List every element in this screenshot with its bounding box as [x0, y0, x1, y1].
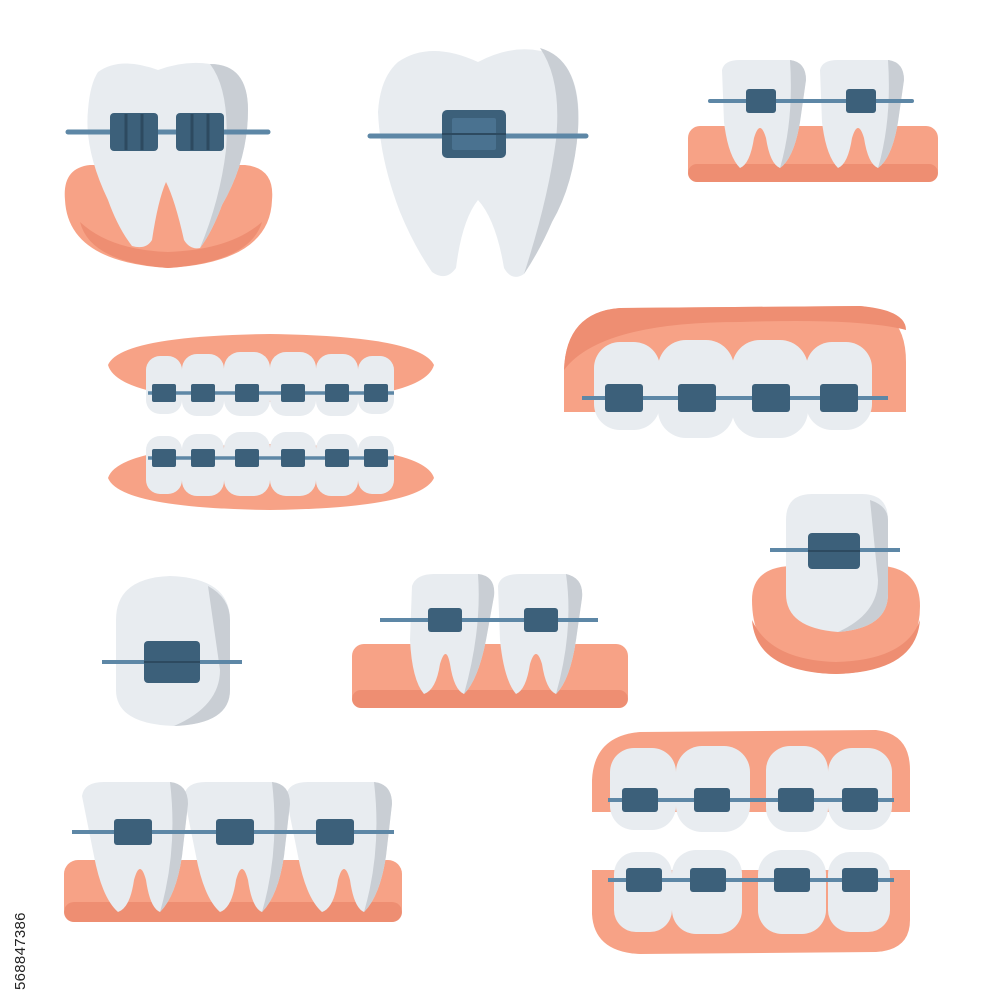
- crooked-teeth-in-gum-illustration: [352, 574, 628, 708]
- stock-id-text: 568847386: [12, 912, 29, 990]
- molar-in-gum-illustration: [64, 62, 273, 268]
- three-molars-in-gum-illustration: [64, 782, 402, 922]
- single-molar-illustration: [367, 48, 589, 277]
- open-mouth-arch-closeup-illustration: [592, 730, 910, 954]
- two-teeth-in-gum-illustration: [688, 60, 938, 182]
- single-tooth-in-gum-illustration: [752, 494, 920, 674]
- upper-arch-closeup-illustration: [564, 306, 906, 438]
- upper-and-lower-arch-illustration: [108, 334, 434, 510]
- single-flat-tooth-illustration: [102, 576, 242, 726]
